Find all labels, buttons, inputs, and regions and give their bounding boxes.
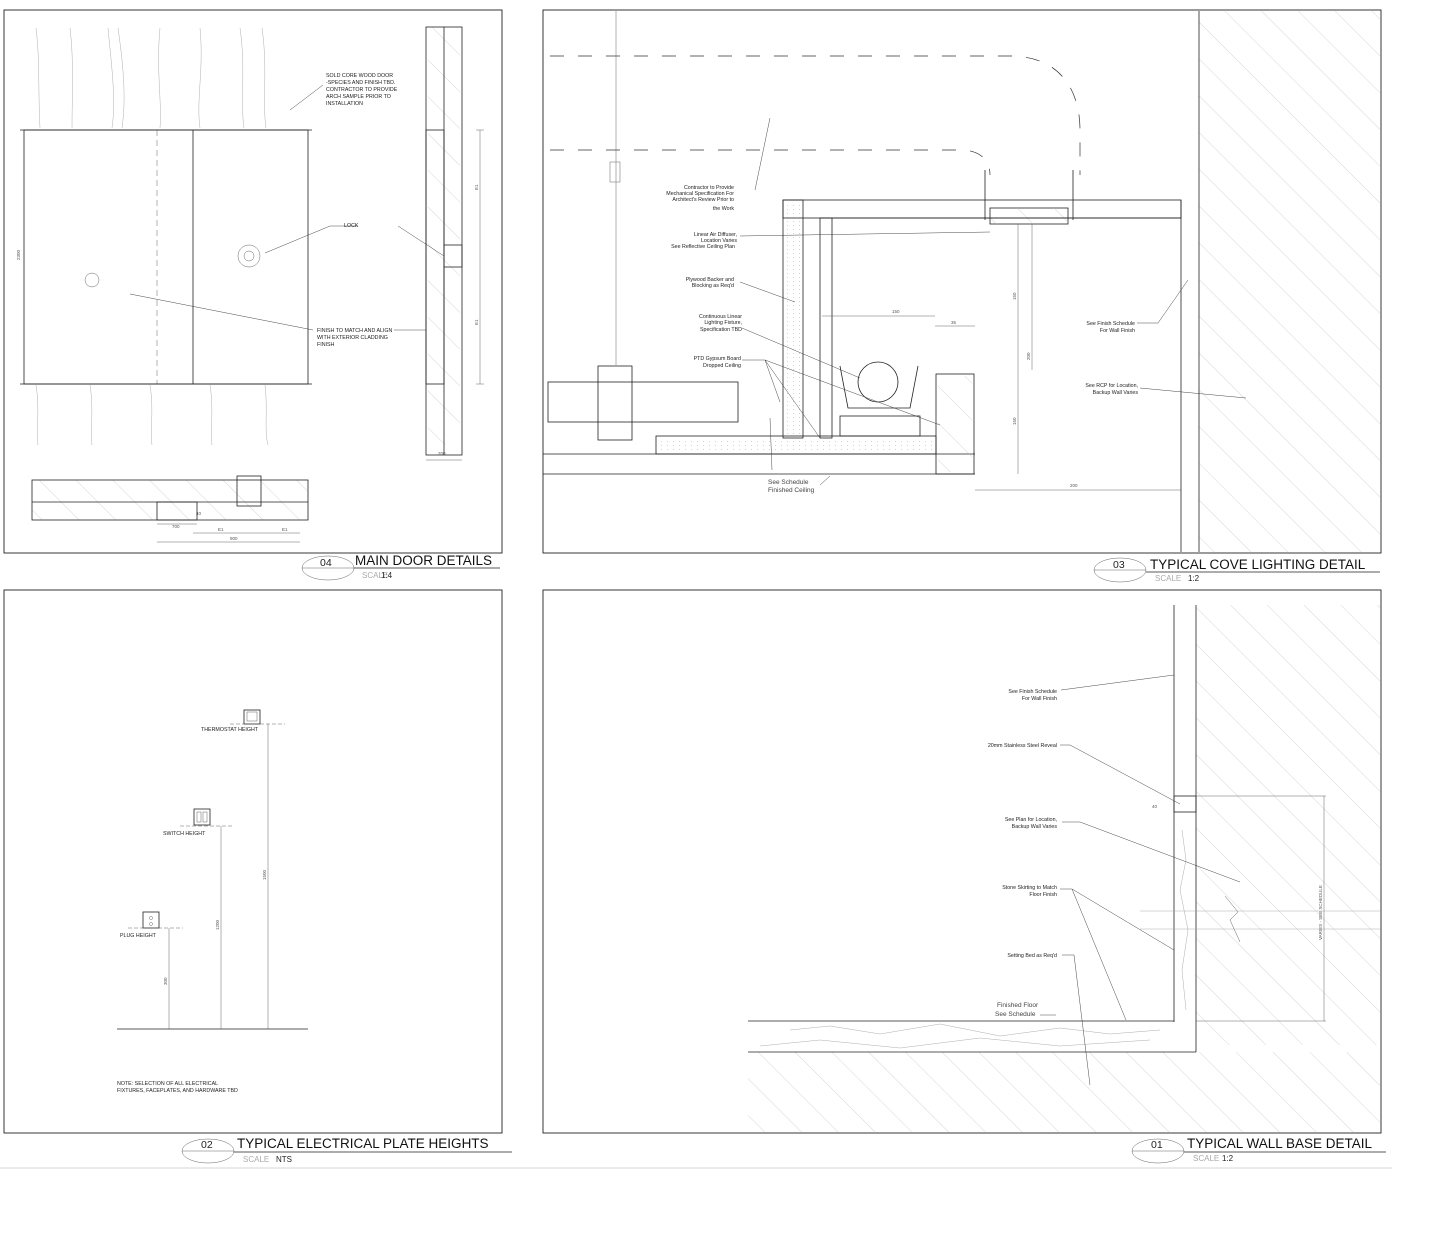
scale-label: SCALE xyxy=(1155,574,1181,583)
door-leaf xyxy=(23,129,309,385)
svg-text:E1: E1 xyxy=(282,527,288,532)
detail-number: 04 xyxy=(320,557,332,569)
wallbase-note-line: Backup Wall Varies xyxy=(1012,824,1058,830)
svg-text:2300: 2300 xyxy=(16,249,21,260)
detail-wall-base: VARIES - SEE SCHEDULE 40 See Finish Sche… xyxy=(542,589,1386,1164)
svg-text:40: 40 xyxy=(196,511,202,516)
label-plug-height: PLUG HEIGHT xyxy=(120,933,157,939)
cove-note-line: Location Varies xyxy=(701,238,737,244)
scale-label: SCALE xyxy=(243,1155,269,1164)
electrical-note-line: NOTE: SELECTION OF ALL ELECTRICAL xyxy=(117,1081,218,1087)
cove-note-handwritten: See Schedule xyxy=(768,479,809,486)
door-note-line: ARCH SAMPLE PRIOR TO xyxy=(326,94,391,100)
cove-note-line: Architect's Review Prior to xyxy=(672,197,734,203)
detail-number: 01 xyxy=(1151,1139,1163,1151)
wallbase-note-line: For Wall Finish xyxy=(1022,696,1057,702)
svg-text:700: 700 xyxy=(172,524,180,529)
detail-number: 03 xyxy=(1113,559,1125,571)
door-note-line: FINISH xyxy=(317,342,335,348)
cove-note-line: the Work xyxy=(713,206,734,212)
svg-text:VARIES - SEE SCHEDULE: VARIES - SEE SCHEDULE xyxy=(1318,885,1323,940)
wallbase-note-line: See Plan for Location, xyxy=(1005,817,1057,823)
svg-text:900: 900 xyxy=(230,536,238,541)
scale-label: SCALE xyxy=(362,571,388,580)
door-note-line: -SPECIES AND FINISH TBD. xyxy=(326,80,395,86)
electrical-note-line: FIXTURES, FACEPLATES, AND HARDWARE TBD xyxy=(117,1088,238,1094)
detail-frame xyxy=(3,9,503,554)
detail-electrical-plate-heights: 1500 1200 300 THERMOSTAT HEIGHT SWITCH H… xyxy=(3,589,512,1164)
wallbase-note-line: Stone Skirting to Match xyxy=(1002,885,1057,891)
door-note-line: INSTALLATION xyxy=(326,101,363,107)
svg-text:150: 150 xyxy=(1012,417,1017,425)
wallbase-note-line: 20mm Stainless Steel Reveal xyxy=(988,743,1057,749)
cove-note-line: For Wall Finish xyxy=(1100,328,1135,334)
cove-note-line: Blocking as Req'd xyxy=(692,283,734,289)
door-note-line: SOLD CORE WOOD DOOR xyxy=(326,73,393,79)
scale-value: 1:2 xyxy=(1222,1154,1234,1163)
cove-note-line: Contractor to Provide xyxy=(684,185,734,191)
detail-title: TYPICAL WALL BASE DETAIL xyxy=(1187,1136,1373,1151)
cove-note-line: See RCP for Location, xyxy=(1085,383,1138,389)
cove-note-line: Specification TBD xyxy=(700,327,742,333)
detail-title: TYPICAL COVE LIGHTING DETAIL xyxy=(1150,557,1366,572)
svg-text:E1: E1 xyxy=(474,184,479,190)
door-pull-icon xyxy=(84,272,100,288)
switch-icon xyxy=(193,808,211,826)
svg-text:E1: E1 xyxy=(218,527,224,532)
label-thermostat-height: THERMOSTAT HEIGHT xyxy=(201,727,259,733)
detail-frame xyxy=(542,589,1382,1134)
cove-note-line: Mechanical Specification For xyxy=(666,191,734,197)
svg-text:200: 200 xyxy=(1070,483,1078,488)
lock-icon xyxy=(237,244,261,268)
detail-number: 02 xyxy=(201,1139,213,1151)
wood-grain xyxy=(35,27,269,446)
svg-text:200: 200 xyxy=(438,451,446,456)
detail-frame xyxy=(542,9,1382,554)
cove-note-line: PTD Gypsum Board xyxy=(694,356,741,362)
scale-value: 1:2 xyxy=(1188,574,1200,583)
wallbase-note-handwritten: Finished Floor xyxy=(997,1002,1039,1009)
light-fixture-icon xyxy=(857,361,899,403)
svg-text:150: 150 xyxy=(1012,292,1017,300)
svg-text:150: 150 xyxy=(892,309,900,314)
door-note-line: CONTRACTOR TO PROVIDE xyxy=(326,87,398,93)
detail-frame xyxy=(3,589,503,1134)
scale-label: SCALE xyxy=(1193,1154,1219,1163)
wallbase-note-handwritten: See Schedule xyxy=(995,1011,1036,1018)
door-note-line: WITH EXTERIOR CLADDING xyxy=(317,335,388,341)
door-note-line: FINISH TO MATCH AND ALIGN xyxy=(317,328,393,334)
cove-note-line: Plywood Backer and xyxy=(686,277,734,283)
scale-value: 1:4 xyxy=(381,571,393,580)
svg-text:300: 300 xyxy=(163,977,168,985)
cove-note-line: See Finish Schedule xyxy=(1086,321,1135,327)
cove-note-line: Continuous Linear xyxy=(699,314,742,320)
detail-title: MAIN DOOR DETAILS xyxy=(355,553,492,568)
svg-text:35: 35 xyxy=(951,320,957,325)
plug-icon xyxy=(142,911,160,929)
cove-note-line: Lighting Fixture, xyxy=(704,320,742,326)
door-note-lock: LOCK xyxy=(344,223,359,229)
cove-note-line: Backup Wall Varies xyxy=(1093,390,1139,396)
cove-note-handwritten: Finished Ceiling xyxy=(768,487,815,494)
detail-cove-lighting: 150 35 200 150 200 150 Contractor to Pro… xyxy=(542,9,1382,583)
svg-text:40: 40 xyxy=(1152,804,1158,809)
label-switch-height: SWITCH HEIGHT xyxy=(163,831,206,837)
wallbase-note-line: Setting Bed as Req'd xyxy=(1007,953,1057,959)
svg-text:E1: E1 xyxy=(474,319,479,325)
steel-reveal xyxy=(1173,795,1197,813)
cove-note-line: Dropped Ceiling xyxy=(703,363,741,369)
cove-note-line: See Reflective Ceiling Plan xyxy=(671,244,735,250)
detail-main-door: 2300 E1 E1 200 700 E1 E1 900 40 xyxy=(3,9,503,581)
wallbase-note-line: See Finish Schedule xyxy=(1008,689,1057,695)
svg-text:200: 200 xyxy=(1026,352,1031,360)
wallbase-note-line: Floor Finish xyxy=(1029,892,1057,898)
cove-note-line: Linear Air Diffuser, xyxy=(694,232,737,238)
detail-title: TYPICAL ELECTRICAL PLATE HEIGHTS xyxy=(237,1136,489,1151)
svg-text:1200: 1200 xyxy=(215,919,220,930)
svg-text:1500: 1500 xyxy=(262,869,267,880)
scale-value: NTS xyxy=(276,1155,292,1164)
